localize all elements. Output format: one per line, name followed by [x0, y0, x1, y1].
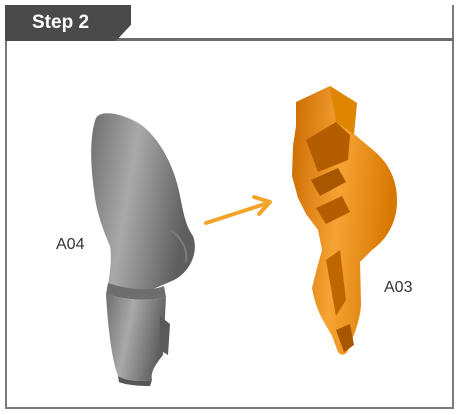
leg-model-a04: [91, 113, 195, 386]
right-arrow-icon: [206, 197, 270, 223]
part-label-a04: A04: [56, 236, 84, 254]
part-label-a03: A03: [384, 279, 412, 297]
leg-model-a03: [292, 86, 397, 355]
